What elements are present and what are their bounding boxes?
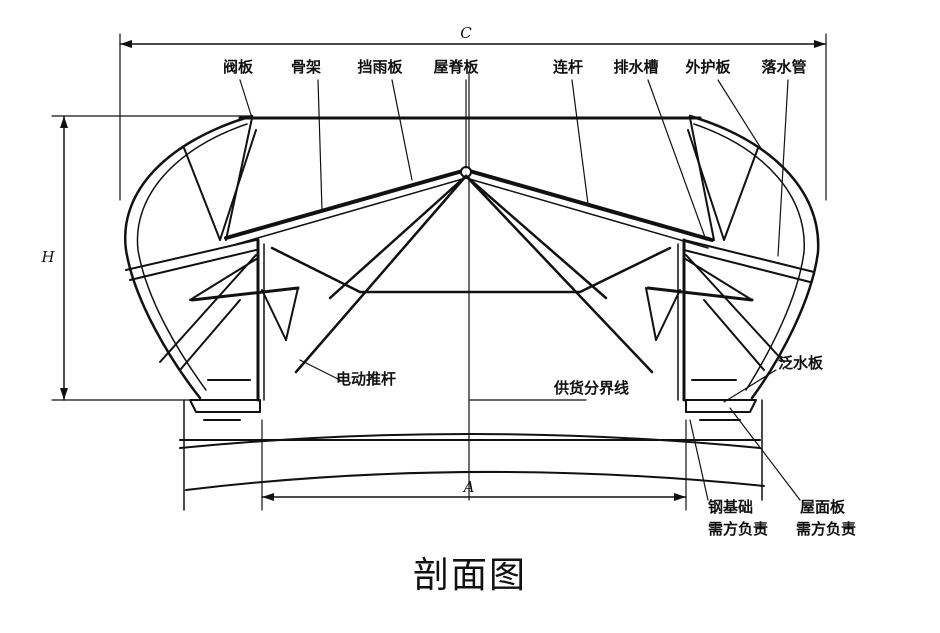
- label-downpipe: 落水管: [761, 58, 806, 76]
- dim-h-label: H: [40, 248, 55, 266]
- label-frame: 骨架: [291, 58, 321, 76]
- label-outer-shield: 外护板: [684, 58, 731, 76]
- left-outer-shroud: [123, 114, 254, 400]
- dimension-a: [261, 419, 687, 511]
- figure-caption: 剖面图: [412, 555, 527, 596]
- base-structure: [179, 399, 765, 511]
- dim-a-label: A: [462, 478, 475, 496]
- label-electric-actuator: 电动推杆: [336, 370, 396, 388]
- dim-c-label: C: [460, 24, 472, 42]
- rain-shield-roof: [224, 166, 714, 249]
- internal-truss: [270, 174, 672, 374]
- label-ridge-plate: 屋脊板: [433, 58, 479, 76]
- dimension-c: [119, 33, 827, 201]
- label-steel-base: 钢基础: [708, 498, 753, 516]
- label-drain-gutter: 排水槽: [613, 58, 658, 76]
- leader-lines: [239, 79, 801, 501]
- label-supply-boundary: 供货分界线: [553, 379, 629, 397]
- label-rain-shield: 挡雨板: [357, 58, 403, 76]
- label-roof-panel-note: 需方负责: [796, 520, 856, 538]
- label-flashing: 泛水板: [778, 354, 824, 372]
- label-steel-base-note: 需方负责: [708, 520, 768, 538]
- label-damper-plate: 阀板: [223, 58, 254, 76]
- label-roof-panel: 屋面板: [800, 498, 846, 516]
- right-outer-shroud: [688, 114, 820, 400]
- label-connecting-rod: 连杆: [553, 58, 583, 76]
- left-wing-frame: [125, 117, 300, 402]
- right-wing-frame: [645, 117, 815, 402]
